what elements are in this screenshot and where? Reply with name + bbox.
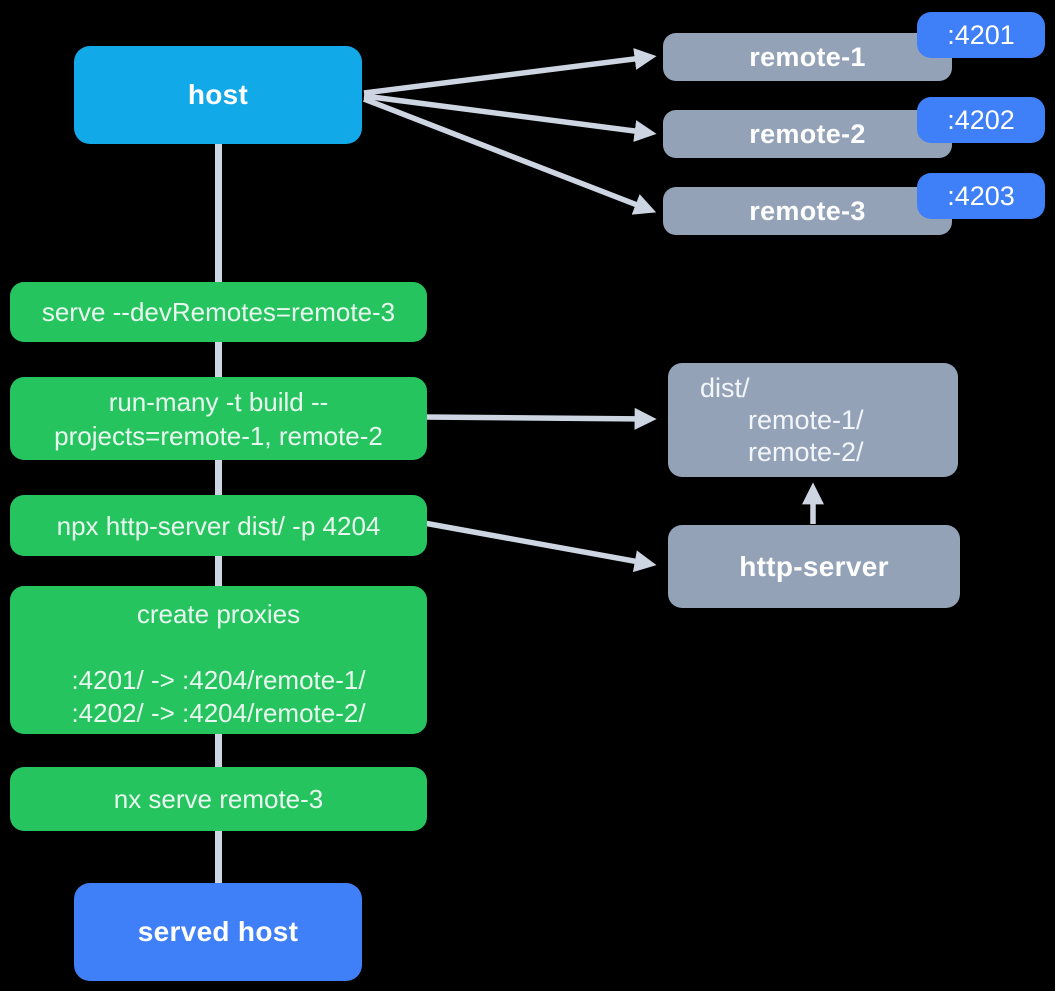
port-badge-4203: :4203 — [917, 173, 1045, 219]
dist-folder-node: dist/ remote-1/ remote-2/ — [668, 363, 958, 477]
served-host-label: served host — [137, 916, 299, 947]
proxy-mapping-4201: :4201/ -> :4204/remote-1/ — [71, 665, 366, 695]
step-npx-http-server: npx http-server dist/ -p 4204 — [10, 495, 427, 556]
step-run-many-line-2: projects=remote-1, remote-2 — [54, 420, 383, 451]
step-run-many-line-1: run-many -t build -- — [108, 386, 329, 417]
host-to-remote-2-arrow — [363, 93, 657, 142]
port-4202-label: :4202 — [947, 104, 1015, 135]
dist-remote-2-label: remote-2/ — [748, 437, 864, 467]
http-server-label: http-server — [739, 550, 889, 582]
create-proxies-title: create proxies — [136, 599, 301, 629]
step-npx-label: npx http-server dist/ -p 4204 — [56, 510, 381, 541]
step-nx-serve-remote-3: nx serve remote-3 — [10, 767, 427, 831]
remote-1-label: remote-1 — [749, 41, 866, 72]
served-host-node: served host — [74, 883, 362, 981]
remote-2-node: remote-2 — [663, 110, 952, 158]
dist-root-label: dist/ — [700, 373, 750, 403]
step-nx-serve-label: nx serve remote-3 — [113, 784, 324, 814]
port-4201-label: :4201 — [947, 19, 1015, 50]
remote-2-label: remote-2 — [749, 118, 866, 149]
remote-3-node: remote-3 — [663, 187, 952, 235]
npx-to-http-server-arrow — [423, 520, 657, 573]
host-node: host — [74, 46, 362, 144]
remote-3-label: remote-3 — [749, 195, 866, 226]
http-server-node: http-server — [668, 525, 960, 608]
port-4203-label: :4203 — [947, 180, 1015, 211]
host-to-remote-1-arrow — [363, 48, 657, 96]
step-serve-dev-remotes: serve --devRemotes=remote-3 — [10, 282, 427, 342]
port-badge-4202: :4202 — [917, 97, 1045, 143]
host-label: host — [187, 79, 249, 110]
host-to-remote-3-arrow — [363, 96, 657, 215]
proxy-mapping-4202: :4202/ -> :4204/remote-2/ — [71, 698, 366, 728]
step-create-proxies: create proxies :4201/ -> :4204/remote-1/… — [10, 586, 427, 734]
step-run-many-build: run-many -t build -- projects=remote-1, … — [10, 377, 427, 460]
port-badge-4201: :4201 — [917, 12, 1045, 58]
run-many-to-dist-arrow — [423, 407, 657, 430]
remote-1-node: remote-1 — [663, 33, 952, 81]
dist-remote-1-label: remote-1/ — [748, 405, 864, 435]
step-serve-label: serve --devRemotes=remote-3 — [41, 297, 396, 327]
